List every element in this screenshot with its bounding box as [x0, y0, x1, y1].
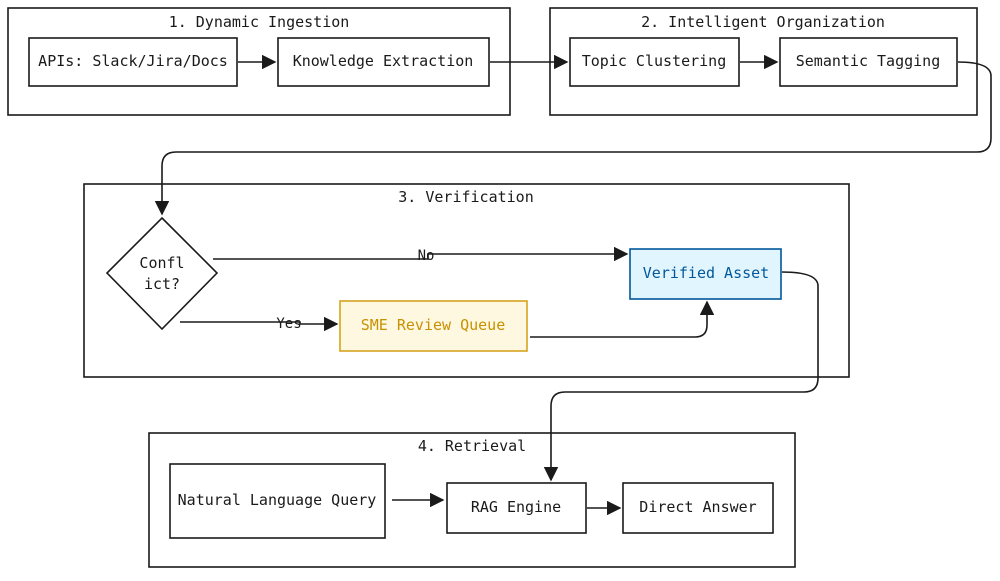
node-natural-language-query-box — [169, 463, 386, 539]
node-sme-review-queue-box — [339, 300, 528, 352]
node-apis-label: APIs: Slack/Jira/Docs — [38, 52, 228, 70]
node-conflict-label-line1: Confl — [139, 254, 184, 272]
node-knowledge-extraction: Knowledge Extraction — [277, 37, 490, 87]
node-rag-engine-box — [446, 482, 587, 534]
node-rag-engine: RAG Engine — [446, 482, 587, 534]
group-organization-title: 2. Intelligent Organization — [641, 13, 885, 31]
node-verified-asset-box — [629, 248, 782, 300]
node-direct-answer: Direct Answer — [622, 482, 774, 534]
edge-conflict-no-to-verified — [213, 246, 629, 262]
node-natural-language-query-label: Natural Language Query — [178, 491, 377, 509]
edge-sme-to-verified — [530, 300, 715, 338]
node-sme-review-queue-label: SME Review Queue — [361, 316, 506, 334]
edge-conflict-yes-to-sme — [180, 316, 339, 332]
node-apis: APIs: Slack/Jira/Docs — [28, 37, 238, 87]
group-ingestion-title: 1. Dynamic Ingestion — [169, 13, 350, 31]
edge-verified-to-rag — [543, 271, 819, 482]
group-retrieval-title: 4. Retrieval — [418, 437, 526, 455]
node-rag-engine-label: RAG Engine — [471, 498, 561, 516]
group-verification-title: 3. Verification — [398, 188, 533, 206]
node-conflict-diamond — [105, 216, 219, 331]
edge-label-yes: Yes — [276, 316, 301, 332]
edge-tagging-to-conflict — [154, 61, 992, 216]
node-verified-asset-label: Verified Asset — [643, 264, 769, 282]
node-semantic-tagging-box — [779, 37, 958, 87]
node-semantic-tagging: Semantic Tagging — [779, 37, 958, 87]
node-topic-clustering: Topic Clustering — [569, 37, 740, 87]
node-topic-clustering-label: Topic Clustering — [582, 52, 727, 70]
node-conflict-decision: Confl ict? — [105, 216, 219, 331]
node-semantic-tagging-label: Semantic Tagging — [796, 52, 941, 70]
node-direct-answer-box — [622, 482, 774, 534]
node-natural-language-query: Natural Language Query — [169, 463, 386, 539]
edge-label-no: No — [418, 248, 435, 264]
node-direct-answer-label: Direct Answer — [639, 498, 756, 516]
node-topic-clustering-box — [569, 37, 740, 87]
node-knowledge-extraction-box — [277, 37, 490, 87]
node-knowledge-extraction-label: Knowledge Extraction — [293, 52, 474, 70]
node-conflict-label-line2: ict? — [144, 275, 180, 293]
node-sme-review-queue: SME Review Queue — [339, 300, 528, 352]
node-apis-box — [28, 37, 238, 87]
node-verified-asset: Verified Asset — [629, 248, 782, 300]
